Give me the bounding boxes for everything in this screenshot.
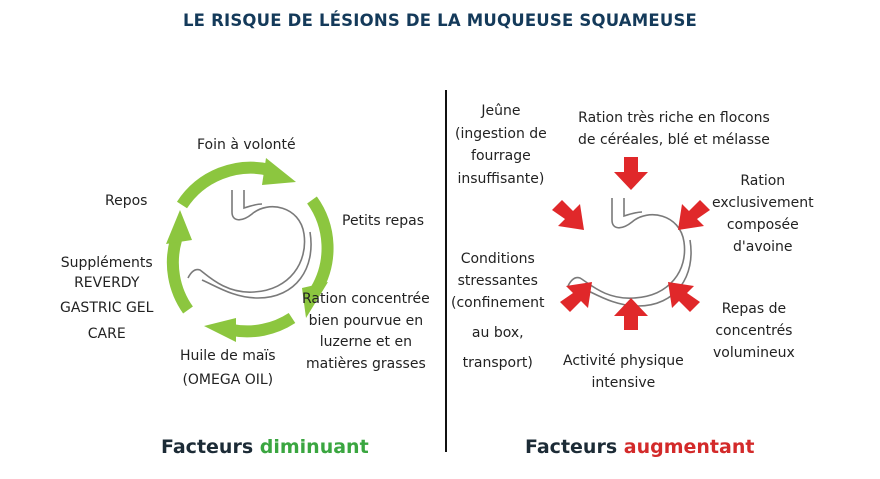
label-conditions-line: transport)	[462, 355, 533, 371]
label-repas-line: Repas de	[721, 301, 787, 317]
label-jeune: Jeûne (ingestion de fourrage insuffisant…	[455, 100, 547, 190]
cycle-arrow-top	[176, 161, 272, 209]
footer-right: Facteurs augmentant	[525, 436, 754, 458]
label-supplements-line: Suppléments	[60, 255, 153, 271]
label-activite-line: Activité physique	[563, 353, 684, 369]
label-petits-repas: Petits repas	[342, 213, 424, 229]
cycle-arrow-bottom	[230, 312, 296, 338]
label-repas-line: volumineux	[713, 345, 795, 361]
label-repas-concentres: Repas de concentrés volumineux	[713, 298, 795, 364]
label-supplements-line: REVERDY	[74, 274, 140, 291]
label-conditions-line: au box,	[471, 325, 524, 341]
cycle-arrows	[166, 158, 334, 342]
label-activite-line: intensive	[591, 375, 656, 391]
label-repos: Repos	[105, 193, 148, 209]
red-arrow-top	[614, 157, 648, 190]
label-conditions: Conditions stressantes (confinement au b…	[451, 248, 545, 374]
red-arrows	[552, 157, 710, 330]
label-repas-line: concentrés	[715, 323, 793, 339]
label-jeune-line: (ingestion de	[455, 125, 547, 142]
label-huile: Huile de maïs (OMEGA OIL)	[180, 344, 276, 392]
label-ration-avoine-line: d'avoine	[733, 239, 793, 255]
label-huile-line: (OMEGA OIL)	[182, 372, 274, 388]
footer-left: Facteurs diminuant	[161, 436, 369, 458]
label-jeune-line: insuffisante)	[457, 170, 545, 187]
red-arrow-bottom	[614, 298, 648, 330]
label-ration-concentree: Ration concentrée bien pourvue en luzern…	[302, 289, 430, 375]
label-ration-line: bien pourvue en	[308, 312, 424, 329]
cycle-arrow-left-head	[166, 210, 192, 244]
diagram-title: LE RISQUE DE LÉSIONS DE LA MUQUEUSE SQUA…	[182, 11, 698, 30]
label-supplements: Suppléments REVERDY GASTRIC GEL CARE	[60, 254, 153, 344]
cycle-arrow-bottom-head	[204, 318, 236, 342]
label-ration-avoine-line: composée	[726, 217, 799, 233]
cycle-arrow-left	[166, 238, 194, 314]
label-ration-avoine-line: Ration	[740, 173, 786, 189]
label-ration-riche-line: de céréales, blé et mélasse	[578, 132, 770, 148]
label-ration-line: Ration concentrée	[302, 291, 430, 307]
red-arrow-lower-right	[668, 282, 700, 312]
label-ration-riche-line: Ration très riche en flocons	[578, 110, 770, 126]
label-supplements-line: CARE	[87, 325, 126, 342]
cycle-arrow-right	[307, 196, 334, 294]
footer-right-prefix: Facteurs	[525, 436, 618, 458]
cycle-arrow-right-head	[302, 282, 328, 318]
label-jeune-line: fourrage	[471, 148, 531, 164]
red-arrow-upper-right	[678, 200, 710, 230]
label-supplements-line: GASTRIC GEL	[60, 300, 154, 316]
label-foin: Foin à volonté	[197, 137, 296, 153]
stomach-left	[187, 190, 312, 299]
stomach-right	[567, 198, 692, 307]
label-huile-line: Huile de maïs	[180, 348, 276, 364]
label-activite: Activité physique intensive	[563, 350, 684, 394]
red-arrow-lower-left	[560, 282, 592, 312]
footer-right-highlight: augmentant	[623, 436, 755, 458]
center-divider	[445, 90, 447, 452]
label-ration-avoine: Ration exclusivement composée d'avoine	[712, 170, 814, 258]
label-conditions-line: (confinement	[451, 295, 545, 311]
label-ration-line: matières grasses	[306, 355, 426, 372]
red-arrow-upper-left	[552, 200, 584, 230]
label-jeune-line: Jeûne	[481, 103, 521, 119]
label-conditions-line: Conditions	[460, 251, 535, 267]
label-conditions-line: stressantes	[457, 273, 538, 289]
label-ration-riche: Ration très riche en flocons de céréales…	[578, 107, 770, 151]
cycle-arrow-top-head	[262, 158, 296, 185]
footer-left-highlight: diminuant	[259, 436, 369, 458]
label-ration-avoine-line: exclusivement	[712, 195, 814, 211]
label-ration-line: luzerne et en	[319, 334, 412, 350]
footer-left-prefix: Facteurs	[161, 436, 254, 458]
